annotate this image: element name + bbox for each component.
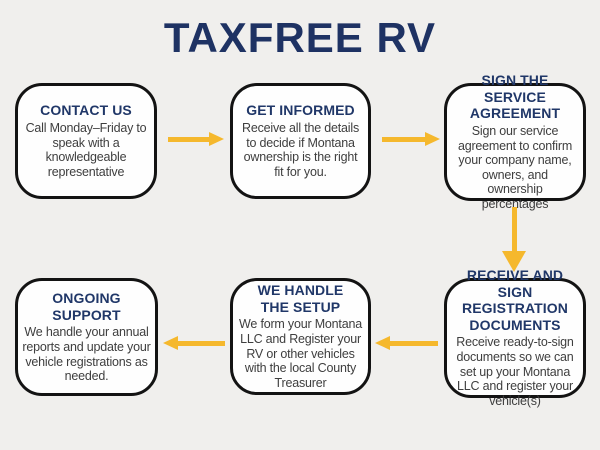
arrow-left-icon: [163, 336, 225, 351]
step-box-ongoing-support: ONGOING SUPPORT We handle your annual re…: [15, 278, 158, 396]
step-box-get-informed: GET INFORMED Receive all the details to …: [230, 83, 371, 199]
step-heading: RECEIVE AND SIGN REGISTRATION DOCUMENTS: [462, 267, 568, 333]
step-description: Call Monday–Friday to speak with a knowl…: [25, 121, 147, 179]
page-title: TAXFREE RV: [163, 14, 437, 61]
step-heading: ONGOING SUPPORT: [52, 290, 121, 323]
step-heading: GET INFORMED: [246, 102, 355, 119]
arrow-stem: [177, 341, 225, 346]
arrow-stem: [168, 137, 210, 142]
step-box-we-handle-the-setup: WE HANDLE THE SETUP We form your Montana…: [230, 278, 371, 395]
arrow-head: [375, 336, 390, 350]
arrow-right-icon: [382, 132, 440, 147]
arrow-head: [209, 132, 224, 146]
step-box-sign-service-agreement: SIGN THE SERVICE AGREEMENT Sign our serv…: [444, 72, 586, 211]
step-description: We form your Montana LLC and Register yo…: [239, 317, 362, 390]
step-description: Receive ready-to-sign documents so we ca…: [456, 335, 574, 408]
arrow-head: [502, 251, 526, 272]
step-box-contact-us: CONTACT US Call Monday–Friday to speak w…: [15, 83, 157, 199]
step-description: We handle your annual reports and update…: [22, 325, 151, 384]
arrow-head: [425, 132, 440, 146]
step-description: Sign our service agreement to confirm yo…: [457, 123, 573, 212]
step-heading: SIGN THE SERVICE AGREEMENT: [469, 72, 561, 122]
step-heading: CONTACT US: [40, 102, 132, 119]
arrow-right-icon: [168, 132, 224, 147]
step-heading: WE HANDLE THE SETUP: [257, 282, 344, 315]
arrow-left-icon: [375, 336, 438, 351]
arrow-head: [163, 336, 178, 350]
arrow-stem: [511, 207, 517, 252]
arrow-down-icon: [502, 207, 526, 272]
step-box-receive-sign-registration-documents: RECEIVE AND SIGN REGISTRATION DOCUMENTS …: [444, 267, 586, 408]
arrow-stem: [382, 137, 426, 142]
arrow-stem: [389, 341, 438, 346]
step-description: Receive all the details to decide if Mon…: [242, 121, 359, 179]
